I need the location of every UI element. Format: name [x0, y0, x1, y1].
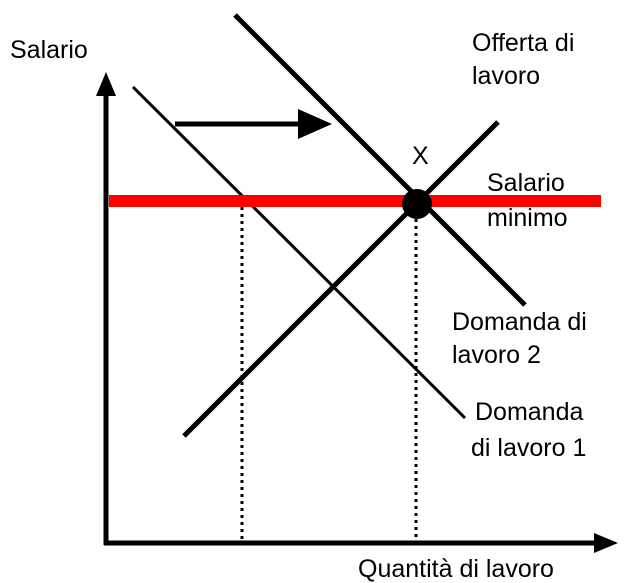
- equilibrium-point: [402, 189, 432, 219]
- shift-arrowhead: [298, 109, 332, 139]
- demand1-label-line2: di lavoro 1: [471, 434, 586, 462]
- minimum-wage-label-line2: minimo: [487, 204, 568, 232]
- minimum-wage-label-line1: Salario: [487, 169, 565, 197]
- y-axis-label: Salario: [10, 36, 88, 64]
- demand-curve-1: [131, 85, 467, 420]
- demand1-label-line1: Domanda: [475, 398, 583, 426]
- demand-curve-2: [233, 13, 527, 307]
- supply-curve: [182, 120, 500, 438]
- point-label: X: [412, 142, 429, 170]
- demand2-label-line2: lavoro 2: [452, 341, 541, 369]
- y-axis-arrowhead: [96, 72, 116, 96]
- demand2-label-line1: Domanda di: [452, 308, 587, 336]
- x-axis-arrowhead: [594, 533, 618, 553]
- supply-label-line2: lavoro: [472, 62, 540, 90]
- supply-label-line1: Offerta di: [472, 29, 574, 57]
- x-axis-label: Quantità di lavoro: [358, 555, 554, 583]
